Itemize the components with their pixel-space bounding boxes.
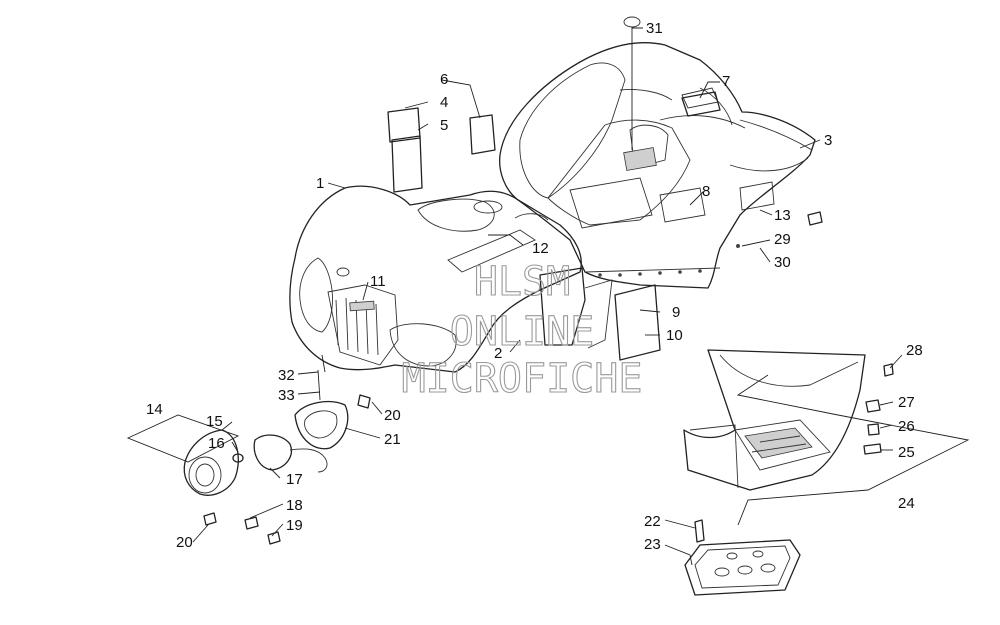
watermark: HLSM ONLINE MICROFICHE bbox=[401, 258, 643, 402]
callout-label: 28 bbox=[906, 342, 923, 359]
callout-label: 18 bbox=[286, 497, 303, 514]
callout-label: 13 bbox=[774, 207, 791, 224]
callout-label: 27 bbox=[898, 394, 915, 411]
front-body-panel bbox=[289, 185, 582, 373]
callout-label: 10 bbox=[666, 327, 683, 344]
callout-label: 20 bbox=[176, 534, 193, 551]
callout-labels: 1 2 3 4 5 6 7 8 9 10 11 12 13 14 15 16 1… bbox=[146, 20, 923, 553]
callout-label: 1 bbox=[316, 175, 324, 192]
callout-label: 22 bbox=[644, 513, 661, 530]
leader-lines bbox=[192, 27, 903, 566]
callout-label: 29 bbox=[774, 231, 791, 248]
callout-label: 15 bbox=[206, 413, 223, 430]
callout-label: 25 bbox=[898, 444, 915, 461]
callout-label: 14 bbox=[146, 401, 163, 418]
callout-label: 12 bbox=[532, 240, 549, 257]
callout-label: 7 bbox=[722, 73, 730, 90]
callout-label: 17 bbox=[286, 471, 303, 488]
callout-label: 30 bbox=[774, 254, 791, 271]
callout-label: 32 bbox=[278, 367, 295, 384]
callout-label: 2 bbox=[494, 345, 502, 362]
callout-label: 23 bbox=[644, 536, 661, 553]
callout-label: 3 bbox=[824, 132, 832, 149]
rear-body-panel bbox=[499, 16, 816, 289]
callout-label: 9 bbox=[672, 304, 680, 321]
callout-label: 6 bbox=[440, 71, 448, 88]
callout-label: 5 bbox=[440, 117, 448, 134]
decal-and-bracket-parts bbox=[387, 91, 721, 361]
callout-label: 4 bbox=[440, 94, 448, 111]
callout-label: 24 bbox=[898, 495, 915, 512]
callout-label: 21 bbox=[384, 431, 401, 448]
callout-label: 19 bbox=[286, 517, 303, 534]
watermark-line-2: ONLINE bbox=[450, 309, 595, 355]
callout-label: 8 bbox=[702, 183, 710, 200]
callout-label: 33 bbox=[278, 387, 295, 404]
footwell-assembly bbox=[683, 211, 970, 596]
watermark-line-1: HLSM bbox=[474, 259, 570, 305]
callout-label: 20 bbox=[384, 407, 401, 424]
callout-label: 16 bbox=[208, 435, 225, 452]
callout-label: 11 bbox=[370, 273, 386, 290]
headlight-assembly bbox=[126, 354, 371, 545]
watermark-line-3: MICROFICHE bbox=[402, 356, 643, 402]
callout-label: 31 bbox=[646, 20, 663, 37]
callout-label: 26 bbox=[898, 418, 915, 435]
